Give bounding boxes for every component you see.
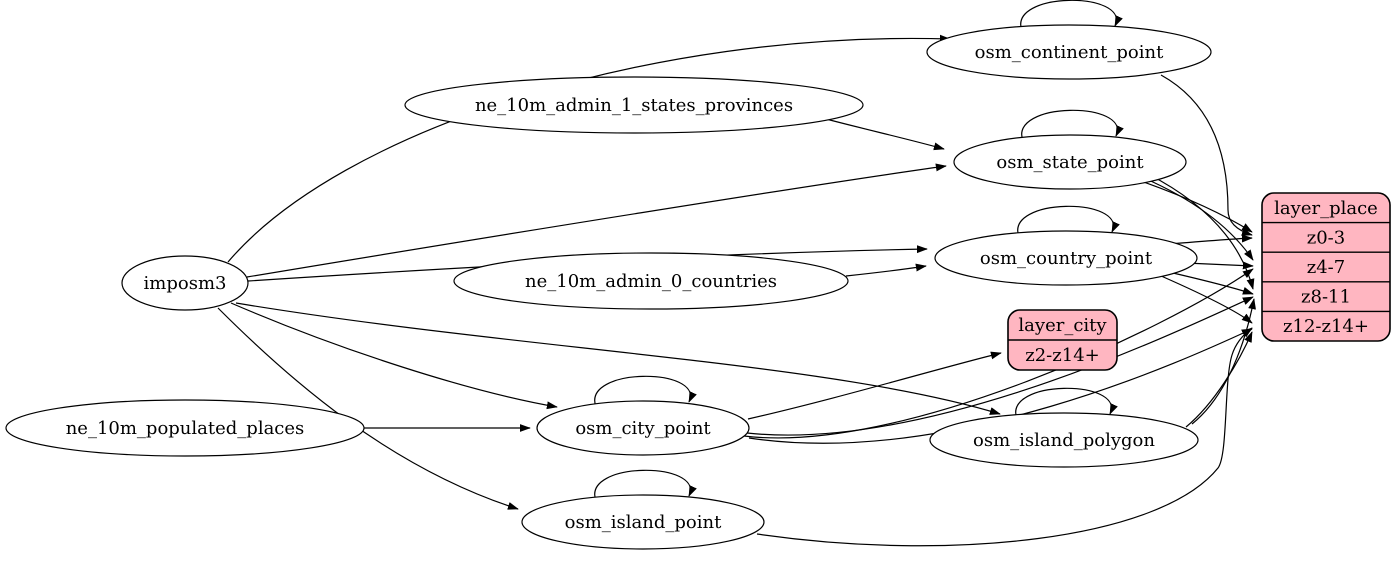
node-osm_island_point: osm_island_point (521, 494, 765, 550)
node-shape-imposm3 (121, 255, 249, 311)
node-shape-ne_10m_admin_0_countries (453, 252, 849, 310)
edge-osm_city_point-to-layer_place:z4-7 (743, 268, 1254, 439)
node-label-imposm3: imposm3 (144, 273, 227, 294)
record-row-label-layer_place-2: z4-7 (1307, 257, 1345, 278)
self-loop-osm_continent_point (1020, 0, 1123, 32)
node-label-osm_country_point: osm_country_point (980, 248, 1153, 269)
node-osm_state_point: osm_state_point (953, 134, 1187, 190)
node-ne_10m_populated_places: ne_10m_populated_places (5, 399, 365, 457)
edge-osm_city_point-to-layer_place:z12-z14+ (748, 328, 1253, 444)
node-label-osm_island_polygon: osm_island_polygon (973, 430, 1155, 451)
record-layer_city: layer_city z2-z14+ (1007, 309, 1118, 371)
record-layer_place: layer_place z0-3 z4-7 z8-11 z12-z14+ (1261, 192, 1391, 342)
edge-ne_10m_admin_1_states_provinces-to-osm_state_point (825, 118, 945, 151)
self-loop-osm_state_point (1021, 109, 1124, 142)
edge-imposm3-to-osm_continent_point (227, 34, 951, 263)
node-label-osm_island_point: osm_island_point (565, 512, 722, 533)
edge-osm_city_point-to-layer_place:z8-11 (746, 296, 1254, 436)
node-shape-ne_10m_populated_places (5, 399, 365, 457)
node-ne_10m_admin_1_states_provinces: ne_10m_admin_1_states_provinces (404, 76, 864, 134)
edge-osm_state_point-to-layer_place:z0-3 (1137, 179, 1253, 233)
node-osm_island_polygon: osm_island_polygon (929, 412, 1199, 468)
record-row-label-layer_city-0: layer_city (1018, 315, 1107, 336)
node-shape-osm_continent_point (926, 24, 1212, 80)
self-loop-osm_island_point (594, 469, 697, 502)
record-row-label-layer_place-4: z12-z14+ (1283, 316, 1369, 337)
edge-imposm3-to-osm_state_point (246, 163, 947, 278)
edge-ne_10m_admin_0_countries-to-osm_country_point (845, 263, 927, 277)
node-osm_continent_point: osm_continent_point (926, 24, 1212, 80)
node-label-osm_state_point: osm_state_point (996, 152, 1144, 173)
node-osm_country_point: osm_country_point (934, 230, 1198, 286)
self-loop-osm_city_point (594, 375, 697, 408)
node-label-osm_city_point: osm_city_point (575, 418, 711, 439)
edge-imposm3-to-osm_city_point (230, 302, 558, 410)
node-label-ne_10m_populated_places: ne_10m_populated_places (66, 418, 305, 439)
edges-layer (217, 0, 1256, 547)
edge-osm_city_point-to-layer_city:z2-z14+ (747, 351, 1002, 420)
record-shape-layer_place (1261, 192, 1391, 342)
record-row-label-layer_place-3: z8-11 (1301, 287, 1351, 308)
edge-imposm3-to-osm_island_polygon (235, 302, 1001, 415)
record-row-label-layer_place-0: layer_place (1274, 198, 1378, 219)
node-shape-ne_10m_admin_1_states_provinces (404, 76, 864, 134)
nodes-layer: imposm3 ne_10m_admin_1_states_provincesne… (5, 24, 1391, 550)
node-osm_city_point: osm_city_point (536, 400, 750, 456)
node-label-osm_continent_point: osm_continent_point (975, 42, 1164, 63)
self-loop-osm_country_point (1017, 205, 1120, 238)
record-row-label-layer_place-1: z0-3 (1307, 227, 1345, 248)
edge-osm_island_polygon-to-layer_place:z12-z14+ (1185, 331, 1253, 428)
node-label-ne_10m_admin_1_states_provinces: ne_10m_admin_1_states_provinces (475, 95, 793, 116)
edge-osm_state_point-to-layer_place:z4-7 (1143, 177, 1254, 261)
record-row-label-layer_city-1: z2-z14+ (1025, 345, 1100, 366)
node-label-ne_10m_admin_0_countries: ne_10m_admin_0_countries (525, 271, 777, 292)
node-shape-osm_city_point (536, 400, 750, 456)
edge-osm_island_point-to-layer_place:z12-z14+ (756, 327, 1253, 547)
node-ne_10m_admin_0_countries: ne_10m_admin_0_countries (453, 252, 849, 310)
edge-osm_island_polygon-to-layer_place:z8-11 (1191, 298, 1256, 425)
node-shape-osm_country_point (934, 230, 1198, 286)
node-shape-osm_state_point (953, 134, 1187, 190)
edge-osm_continent_point-to-layer_place:z0-3 (1160, 74, 1253, 236)
node-shape-osm_island_point (521, 494, 765, 550)
node-imposm3: imposm3 (121, 255, 249, 311)
node-shape-osm_island_polygon (929, 412, 1199, 468)
self-loop-osm_island_polygon (1015, 387, 1118, 420)
edge-osm_country_point-to-layer_place:z12-z14+ (1151, 271, 1253, 324)
